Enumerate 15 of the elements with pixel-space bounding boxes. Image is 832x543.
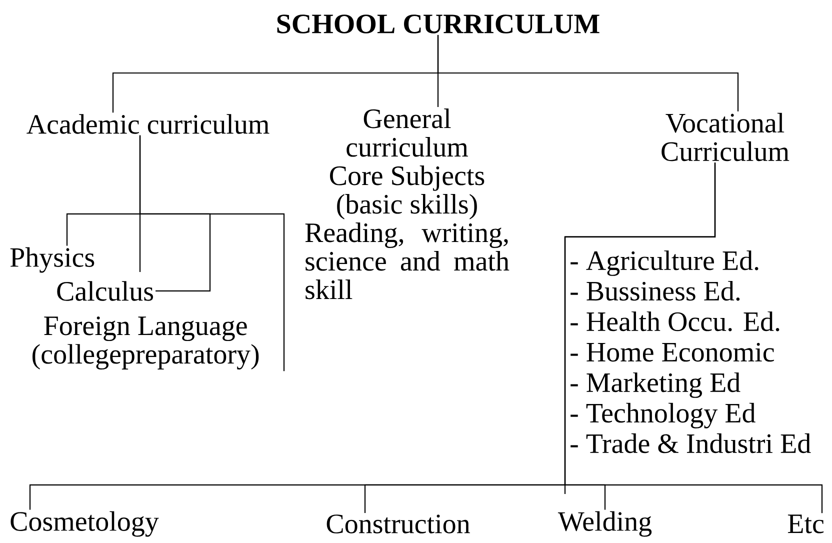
node-label: Academic curriculum — [26, 114, 270, 134]
connector-line — [139, 135, 285, 372]
connector-line — [437, 34, 739, 112]
node-label: Construction — [326, 514, 470, 534]
node-label: Cosmetology — [10, 511, 159, 537]
node-label: Calculus — [57, 281, 153, 301]
node-label: Welding — [558, 511, 652, 537]
node-label: Vocational Curriculum — [662, 112, 790, 162]
node-label: Etc — [788, 514, 824, 534]
item-list: - Agriculture Ed. - Bussiness Ed. - Health Occu. Ed. - Home Economic - Marketing Ed - Technology Ed - Trade & Industri Ed — [570, 250, 811, 454]
heading: SCHOOL CURRICULUM — [277, 14, 600, 34]
node-label: Physics — [10, 247, 94, 273]
node-label: General curriculum Core Subjects (basic skills) Reading, writing, science and math skill — [305, 108, 510, 300]
connector-line — [564, 162, 823, 514]
node-label: Foreign Language (collegepreparatory) — [32, 316, 259, 370]
